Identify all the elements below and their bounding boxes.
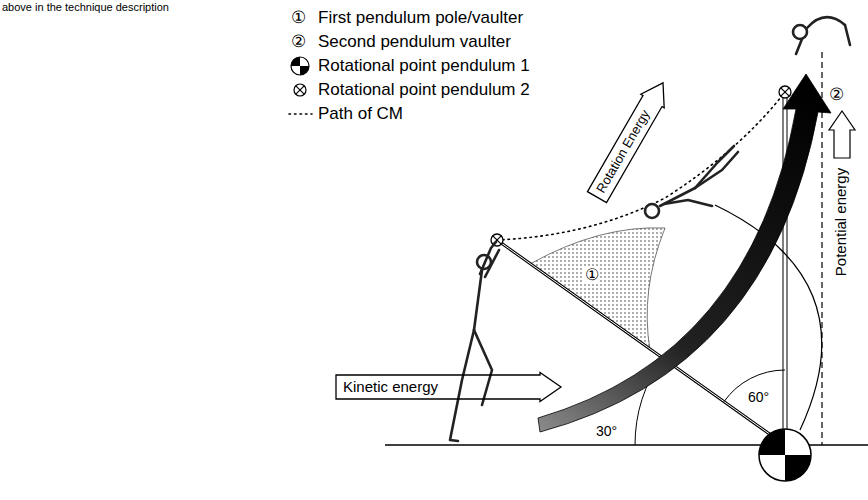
- callout-number: ①: [584, 266, 600, 284]
- callout-number: ②: [828, 86, 845, 105]
- legend-entry: Rotational point pendulum 2: [318, 80, 530, 100]
- energy-name: Kinetic energy: [343, 378, 438, 396]
- angle-label: 30°: [596, 423, 617, 440]
- pendulum-one-sector: [530, 228, 665, 350]
- pole-vertical: [783, 98, 784, 445]
- rotation-point-two: [779, 86, 791, 98]
- vaulter-top: [793, 17, 850, 54]
- arrow-outline-path: [336, 373, 561, 402]
- rotation-point-one: [759, 429, 811, 481]
- cm-path: [497, 92, 785, 240]
- angle-label: 60°: [748, 389, 769, 406]
- legend-callout-number: ①: [291, 8, 306, 28]
- legend-entry: First pendulum pole/vaulter: [318, 8, 523, 28]
- vaulter-takeoff: [450, 242, 499, 441]
- legend-pivot-symbol: [291, 57, 309, 75]
- legend-rotation-point-symbol: [294, 84, 306, 96]
- legend-dotted-line: [289, 113, 312, 115]
- energy-name: Rotation Energy: [593, 107, 653, 196]
- potential-energy-arrow: [829, 111, 855, 158]
- cm-vertical-dashed: [821, 52, 822, 445]
- legend-entry: Path of CM: [318, 104, 403, 124]
- kinetic-energy-arrow: Kinetic energy: [335, 372, 562, 402]
- legend-callout-number: ②: [291, 32, 306, 52]
- legend-entry: Second pendulum vaulter: [318, 32, 511, 52]
- legend-entry: Rotational point pendulum 1: [318, 56, 530, 76]
- arrow-outline-path: [585, 76, 674, 204]
- rotation-energy-arrow: Rotation Energy: [584, 75, 675, 205]
- caption-fragment: above in the technique description: [2, 1, 169, 14]
- energy-label: Potential energy: [832, 168, 850, 276]
- vaulter-swing: [645, 146, 738, 218]
- pendulum-two-arrow: [538, 74, 831, 432]
